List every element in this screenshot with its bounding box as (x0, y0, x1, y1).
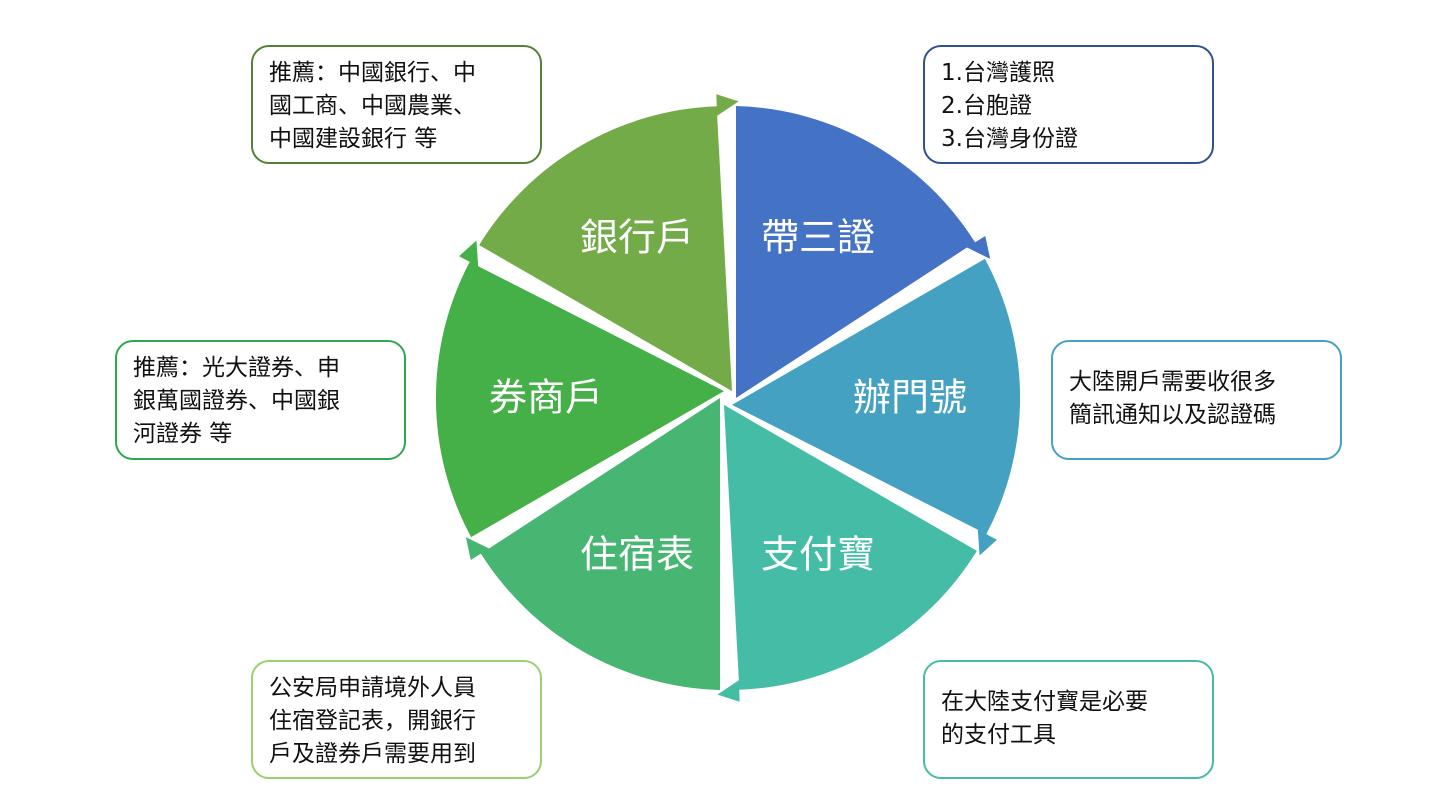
note-bank-account: 推薦：中國銀行、中 國工商、中國農業、 中國建設銀行 等 (251, 45, 542, 164)
note-line: 銀萬國證券、中國銀 (133, 388, 340, 414)
segment-label-id: 帶三證 (761, 216, 875, 260)
segment-alipay (717, 404, 977, 702)
note-line: 2.台胞證 (941, 93, 1032, 119)
note-lodging-form: 公安局申請境外人員 住宿登記表，開銀行 戶及證券戶需要用到 (251, 660, 542, 779)
note-line: 住宿登記表，開銀行 (269, 708, 476, 734)
note-line: 1.台灣護照 (941, 60, 1055, 86)
segment-label-lodging: 住宿表 (580, 533, 694, 577)
segment-label-bank: 銀行戶 (580, 216, 694, 260)
segment-lodging (465, 398, 720, 690)
note-phone-number: 大陸開戶需要收很多 簡訊通知以及認證碼 (1051, 340, 1342, 460)
note-line: 國工商、中國農業、 (269, 93, 476, 119)
segment-id (736, 106, 991, 398)
note-alipay: 在大陸支付寶是必要 的支付工具 (923, 660, 1214, 779)
note-line: 的支付工具 (941, 722, 1056, 748)
segment-broker (435, 240, 724, 538)
segment-label-alipay: 支付寶 (761, 533, 875, 577)
note-line: 大陸開戶需要收很多 (1069, 369, 1276, 395)
note-line: 戶及證券戶需要用到 (269, 741, 476, 767)
segment-label-phone: 辦門號 (853, 376, 967, 420)
note-id-documents: 1.台灣護照 2.台胞證 3.台灣身份證 (923, 45, 1214, 164)
segment-label-broker: 券商戶 (489, 376, 603, 420)
note-line: 中國建設銀行 等 (269, 126, 438, 152)
note-line: 推薦：光大證券、申 (133, 355, 340, 381)
note-broker-account: 推薦：光大證券、申 銀萬國證券、中國銀 河證券 等 (115, 340, 406, 460)
note-line: 河證券 等 (133, 421, 233, 447)
note-line: 公安局申請境外人員 (269, 675, 476, 701)
cycle-segments (435, 94, 1021, 702)
note-line: 3.台灣身份證 (941, 126, 1078, 152)
note-line: 推薦：中國銀行、中 (269, 60, 476, 86)
note-line: 在大陸支付寶是必要 (941, 689, 1148, 715)
segment-bank (479, 94, 739, 392)
note-line: 簡訊通知以及認證碼 (1069, 402, 1276, 428)
segment-phone (732, 258, 1021, 556)
